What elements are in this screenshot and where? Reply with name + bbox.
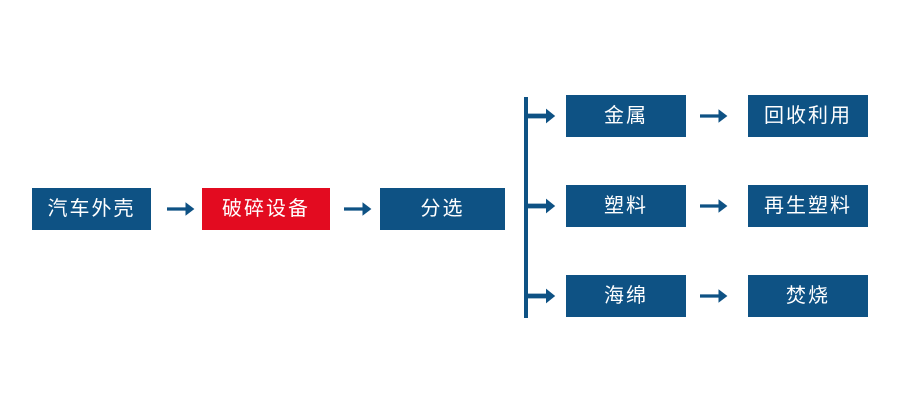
right-arrow-icon [700,196,728,216]
right-arrow-icon [344,199,372,219]
node-incineration[interactable]: 焚烧 [748,275,868,317]
right-arrow-icon [700,286,728,306]
right-arrow-icon [700,106,728,126]
node-metal[interactable]: 金属 [566,95,686,137]
branch-right-arrow-icon [526,196,556,216]
right-arrow-icon [167,199,195,219]
node-recycled-plastic[interactable]: 再生塑料 [748,185,868,227]
node-plastic[interactable]: 塑料 [566,185,686,227]
branch-right-arrow-icon [526,286,556,306]
node-sorting[interactable]: 分选 [380,188,505,230]
node-recycling-reuse[interactable]: 回收利用 [748,95,868,137]
node-shredding-equipment[interactable]: 破碎设备 [202,188,330,230]
node-car-shell[interactable]: 汽车外壳 [32,188,151,230]
node-sponge[interactable]: 海绵 [566,275,686,317]
branch-right-arrow-icon [526,106,556,126]
